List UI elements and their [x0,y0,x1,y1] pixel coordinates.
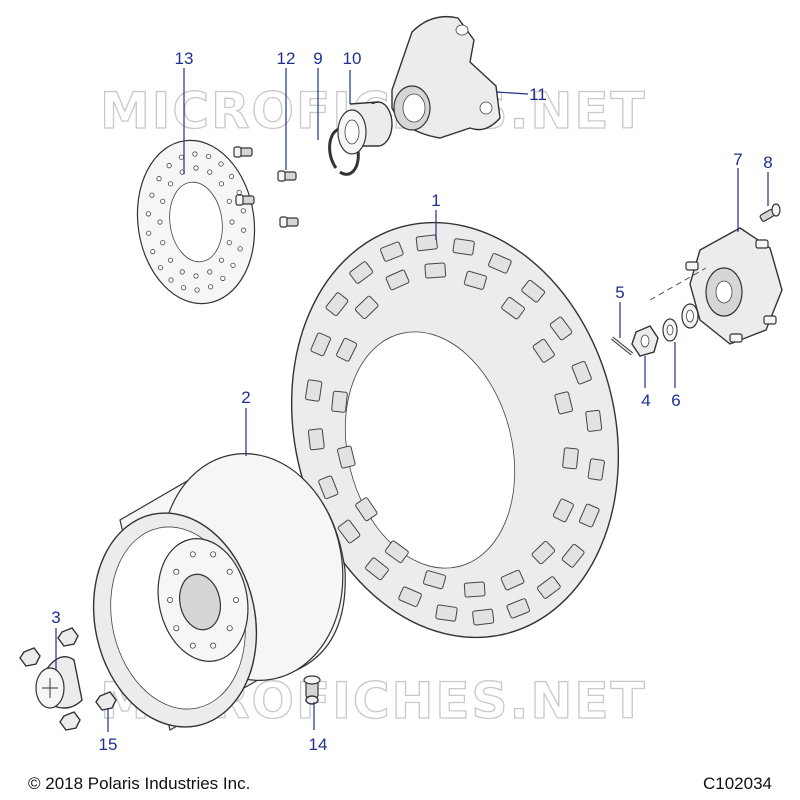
steering-knuckle [391,15,501,139]
callout-15: 15 [99,735,118,754]
callout-2: 2 [241,388,250,407]
drawing-number: C102034 [702,774,772,793]
callout-12: 12 [277,49,296,68]
callout-11: 11 [529,85,547,104]
wheel-hub [685,227,783,345]
callout-6: 6 [671,391,680,410]
tire [290,221,620,639]
valve-stem [303,675,321,705]
brake-disc [136,139,256,305]
hub-bolt [759,203,781,222]
wheel-bearing [337,101,393,155]
callout-5: 5 [615,283,624,302]
callout-14: 14 [309,735,328,754]
washers [662,303,699,342]
hub-cap [35,656,83,709]
callout-13: 13 [175,49,194,68]
castle-nut [631,325,659,357]
callout-1: 1 [431,191,440,210]
leader-lines [55,68,769,732]
disc-bolts [233,146,299,228]
callout-8: 8 [763,153,772,172]
callout-3: 3 [51,608,60,627]
wheel-rim [92,453,346,731]
callout-4: 4 [641,391,650,410]
cotter-pin [610,336,634,356]
callout-7: 7 [733,150,742,169]
axis-line [649,267,707,301]
callout-10: 10 [343,49,362,68]
copyright-notice: © 2018 Polaris Industries Inc. [28,774,251,793]
callout-9: 9 [313,49,322,68]
callout-numbers: 1 2 3 4 5 6 7 8 9 10 11 12 13 14 15 [51,49,772,754]
lug-nuts [19,627,117,731]
